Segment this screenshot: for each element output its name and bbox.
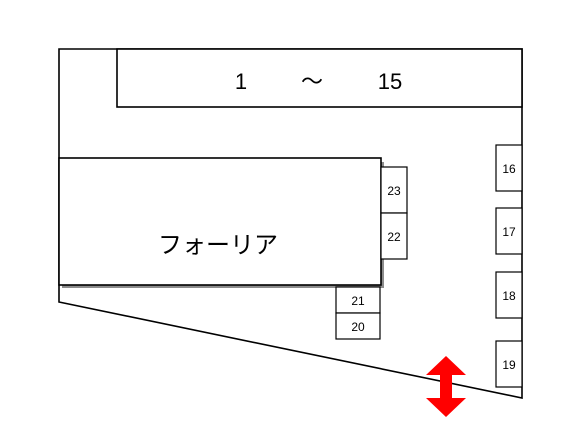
space-18-label: 18 <box>502 289 516 303</box>
space-22 <box>380 212 408 260</box>
space-17-label: 17 <box>502 225 516 239</box>
row-end-label: 15 <box>378 69 402 94</box>
space-23 <box>380 166 408 214</box>
space-22-label: 22 <box>387 230 401 244</box>
space-19-label: 19 <box>502 358 516 372</box>
spaces-row-1-15 <box>116 48 523 108</box>
row-start-label: 1 <box>235 69 247 94</box>
row-tilde-label: ～ <box>301 69 323 94</box>
entrance-arrow-icon <box>426 356 466 417</box>
space-16 <box>495 144 523 192</box>
space-19 <box>495 340 523 388</box>
space-18 <box>495 271 523 319</box>
space-23-label: 23 <box>387 184 401 198</box>
space-21-label: 21 <box>351 294 365 308</box>
building <box>58 157 382 286</box>
space-20 <box>335 312 381 340</box>
space-17 <box>495 207 523 255</box>
building-name: フォーリア <box>158 232 278 259</box>
space-20-label: 20 <box>351 320 365 334</box>
space-16-label: 16 <box>502 162 516 176</box>
